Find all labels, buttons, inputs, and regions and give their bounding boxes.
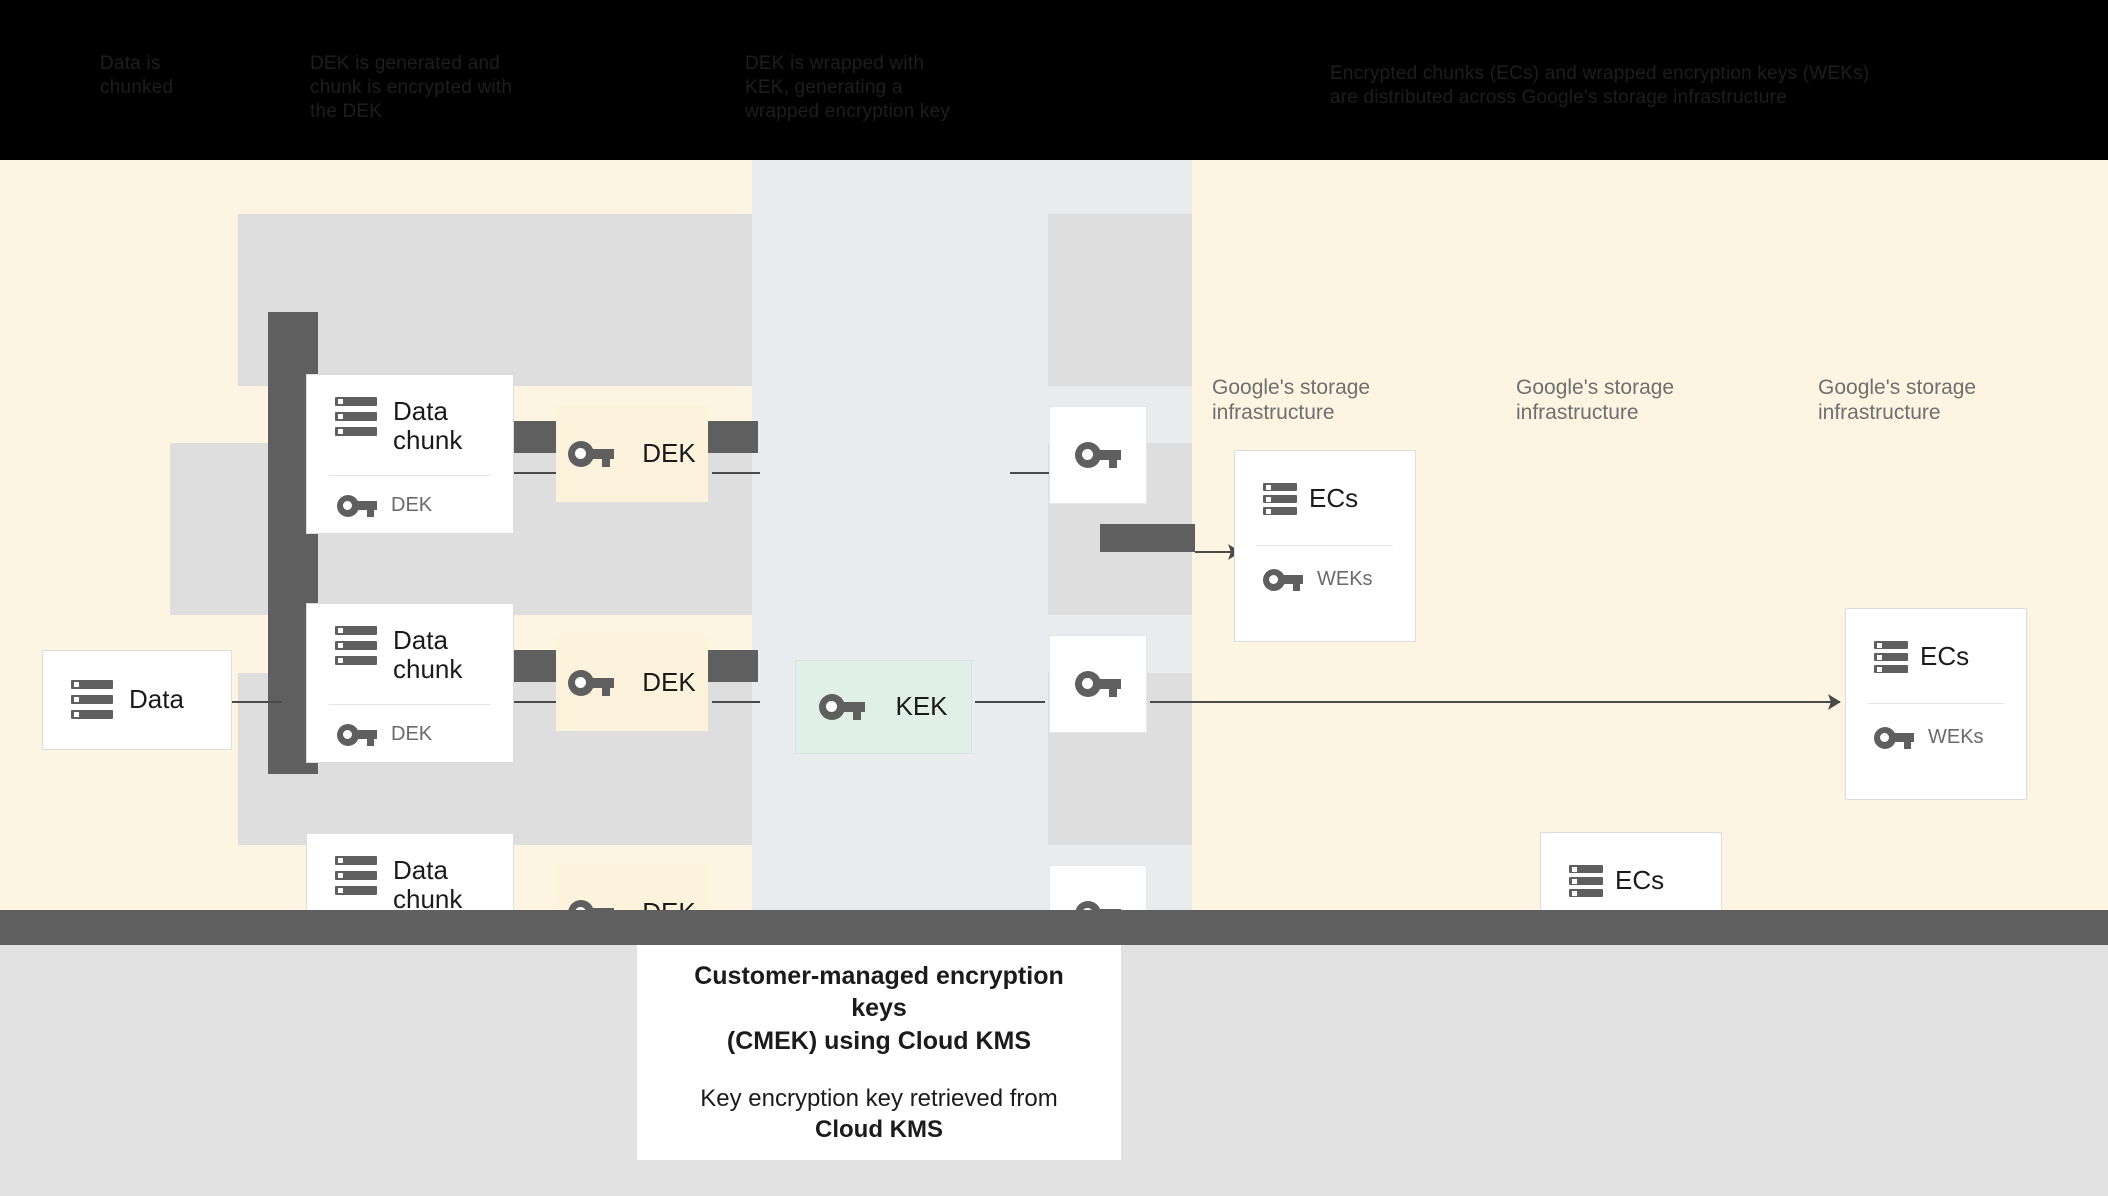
wrapped-key-emitter-bar — [1100, 524, 1195, 552]
data-chunk-card-1[interactable]: Data chunk DEK — [306, 374, 514, 534]
kek-box-label: KEK — [895, 691, 948, 722]
caption-body-strong: Cloud KMS — [815, 1116, 943, 1144]
connector-chunk1-to-dek1 — [512, 472, 560, 474]
ecs-card-title-1: ECs — [1309, 483, 1359, 514]
divider — [1257, 545, 1393, 546]
chunk-card-header-1: Data chunk — [307, 375, 513, 455]
divider — [1868, 703, 2004, 704]
dek-box-2[interactable]: DEK — [556, 635, 708, 731]
storage-label-3: Google's storage infrastructure — [1818, 376, 1977, 424]
chunk-card-title-2: Data chunk — [393, 625, 463, 685]
chunk-card-header-2: Data chunk — [307, 604, 513, 684]
header-note-2: DEK is generated and chunk is encrypted … — [310, 53, 513, 122]
connector-kek-to-wkey2 — [975, 701, 1045, 703]
row-backdrop-1 — [238, 214, 752, 386]
storage-label-1: Google's storage infrastructure — [1212, 376, 1371, 424]
ecs-card-title-2: ECs — [1920, 641, 1970, 672]
data-chunk-card-2[interactable]: Data chunk DEK — [306, 603, 514, 763]
ecs-card-1[interactable]: ECs WEKs — [1234, 450, 1416, 642]
dek-box-label-1: DEK — [642, 438, 696, 469]
connector-dek1-to-zone — [712, 472, 760, 474]
connector-data-to-splitter — [232, 701, 282, 703]
chunk-card-header-3: Data chunk — [307, 834, 513, 914]
chunk-card-key-2: DEK — [307, 705, 513, 746]
arrow-to-ecs-2 — [1150, 701, 1840, 703]
ecs-card-key-label-1: WEKs — [1317, 568, 1373, 590]
dek-box-1[interactable]: DEK — [556, 406, 708, 502]
database-icon — [335, 856, 377, 896]
caption-title: Customer-managed encryption keys (CMEK) … — [694, 961, 1064, 1055]
key-icon — [1075, 671, 1121, 697]
ecs-card-key-label-2: WEKs — [1928, 726, 1984, 748]
header-note-3: DEK is wrapped with KEK, generating a wr… — [745, 53, 951, 122]
ecs-card-key-1: WEKs — [1235, 546, 1415, 591]
ecs-card-key-2: WEKs — [1846, 704, 2026, 749]
database-icon — [71, 680, 113, 720]
footer-divider — [0, 910, 2108, 945]
data-card[interactable]: Data — [42, 650, 232, 750]
diagram-panel: Data Data chunk DEK Data chunk DEK — [0, 160, 2108, 1024]
header-annotations: Data is chunked DEK is generated and chu… — [0, 0, 2108, 160]
key-icon — [819, 694, 866, 720]
ecs-card-header-3: ECs — [1541, 833, 1721, 897]
data-card-row: Data — [43, 680, 184, 720]
connector-chunk2-to-dek2 — [512, 701, 560, 703]
key-icon — [1874, 726, 1914, 749]
ecs-card-header-2: ECs — [1846, 609, 2026, 673]
key-icon — [568, 670, 615, 696]
header-note-4: Encrypted chunks (ECs) and wrapped encry… — [1330, 63, 1870, 108]
kek-box[interactable]: KEK — [795, 660, 972, 754]
key-icon — [568, 441, 615, 467]
chunk-card-key-label-1: DEK — [391, 494, 433, 517]
database-icon — [1263, 483, 1297, 515]
key-icon — [1075, 442, 1121, 468]
key-icon — [337, 723, 377, 746]
caption-card: Customer-managed encryption keys (CMEK) … — [637, 945, 1121, 1160]
key-icon — [337, 494, 377, 517]
ecs-card-header-1: ECs — [1235, 451, 1415, 515]
header-note-1: Data is chunked — [100, 53, 174, 98]
divider — [329, 475, 491, 477]
wrapped-key-tile-1[interactable] — [1049, 406, 1147, 504]
wkey-backdrop-1 — [1048, 214, 1192, 386]
chunk-card-key-1: DEK — [307, 476, 513, 517]
dek-box-label-2: DEK — [642, 667, 696, 698]
data-card-label: Data — [129, 684, 184, 715]
chunk-card-title-1: Data chunk — [393, 396, 463, 456]
caption-body-lead: Key encryption key retrieved from — [700, 1085, 1058, 1113]
database-icon — [1874, 641, 1908, 673]
chunk-card-key-label-2: DEK — [391, 723, 433, 746]
divider — [329, 704, 491, 706]
database-icon — [335, 626, 377, 666]
ecs-card-title-3: ECs — [1615, 865, 1665, 896]
arrow-to-ecs-1 — [1195, 551, 1240, 553]
database-icon — [1569, 865, 1603, 897]
ecs-card-2[interactable]: ECs WEKs — [1845, 608, 2027, 800]
chunk-card-title-3: Data chunk — [393, 855, 463, 915]
key-icon — [1263, 568, 1303, 591]
connector-zone-to-wkey1 — [1010, 472, 1050, 474]
wrapped-key-tile-2[interactable] — [1049, 635, 1147, 733]
storage-label-2: Google's storage infrastructure — [1516, 376, 1675, 424]
database-icon — [335, 397, 377, 437]
connector-dek2-to-zone — [712, 701, 760, 703]
